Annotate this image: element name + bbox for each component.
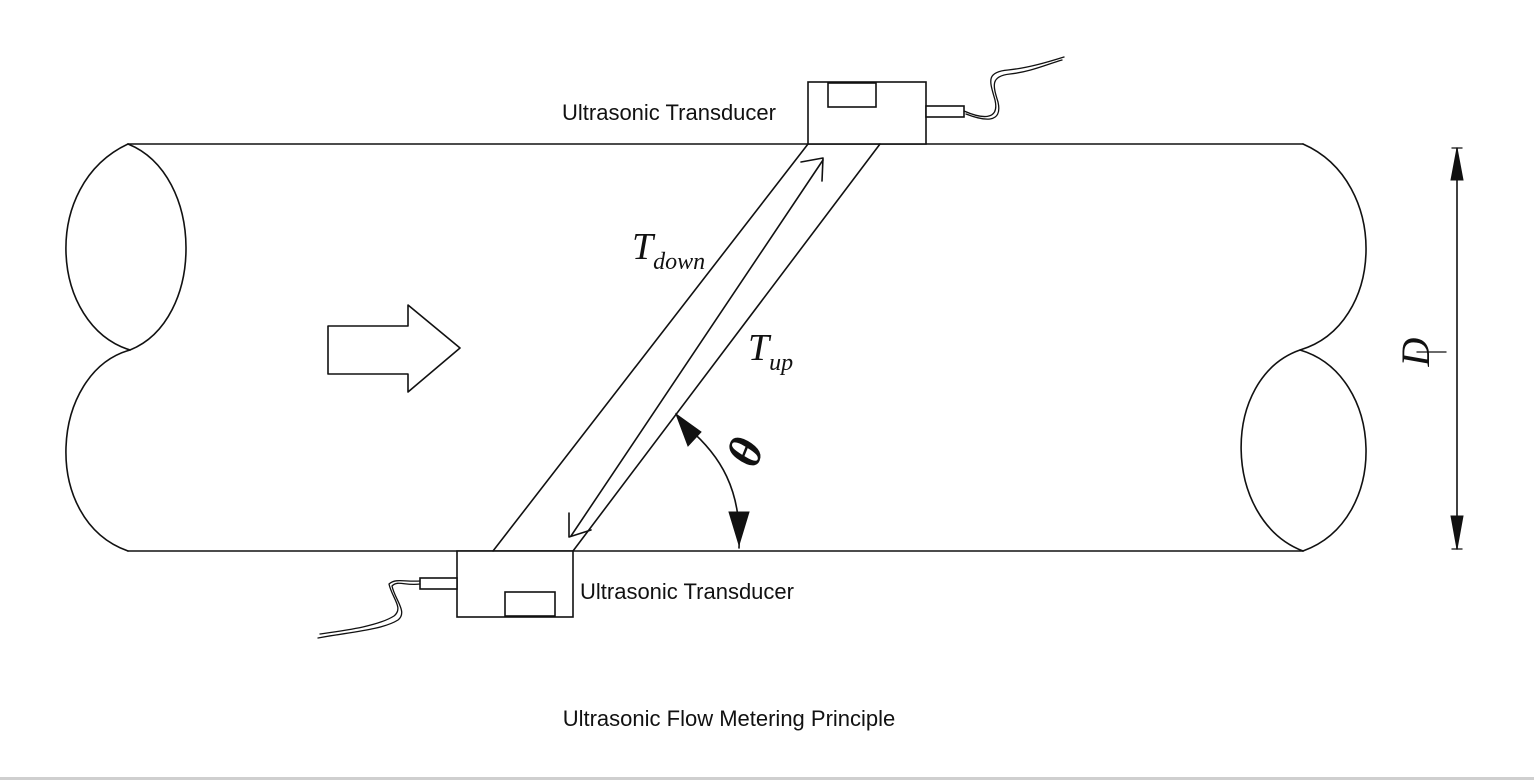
bottom-rule	[0, 777, 1534, 780]
flow-direction-arrow-icon	[327, 304, 461, 393]
angle-arc	[674, 412, 750, 549]
diameter-head-bottom	[1450, 515, 1464, 550]
signal-arrow-head-up	[800, 157, 824, 182]
transducer-connector	[925, 105, 965, 118]
diameter-head-top	[1450, 147, 1464, 181]
t-down-sub: down	[653, 249, 705, 275]
signal-arrow-head-down	[568, 512, 592, 538]
diameter-dimension	[1450, 147, 1464, 550]
pipe-right-break-inner	[1240, 349, 1304, 552]
transducer-top	[807, 56, 1065, 145]
t-down-main: T	[632, 226, 656, 268]
cable-icon	[965, 59, 1063, 120]
acoustic-path-right	[572, 143, 881, 552]
signal-arrow	[568, 157, 824, 538]
pipe-left-break	[65, 143, 131, 552]
t-up-sub: up	[769, 350, 793, 376]
pipe	[65, 143, 1367, 552]
t-up-main: T	[748, 327, 772, 369]
angle-arc-head-top	[674, 412, 702, 447]
cable-icon	[317, 582, 421, 639]
angle-arc-head-bottom	[728, 511, 750, 547]
transducer-window	[827, 82, 877, 108]
transducer-window	[504, 591, 556, 617]
t-up-label: Tup	[748, 327, 793, 376]
signal-arrow-shaft	[570, 159, 824, 537]
transducer-top-label: Ultrasonic Transducer	[562, 100, 776, 125]
cable-icon	[319, 579, 421, 635]
acoustic-path-left	[492, 143, 809, 552]
transducer-bottom	[317, 550, 574, 639]
cable-icon	[963, 56, 1065, 118]
pipe-left-break-inner	[127, 143, 187, 351]
transducer-bottom-label: Ultrasonic Transducer	[580, 579, 794, 604]
t-down-label: Tdown	[632, 226, 705, 275]
diagram-caption: Ultrasonic Flow Metering Principle	[563, 706, 896, 731]
angle-label: θ	[717, 431, 776, 474]
transducer-connector	[419, 577, 458, 590]
pipe-right-break	[1299, 143, 1367, 552]
